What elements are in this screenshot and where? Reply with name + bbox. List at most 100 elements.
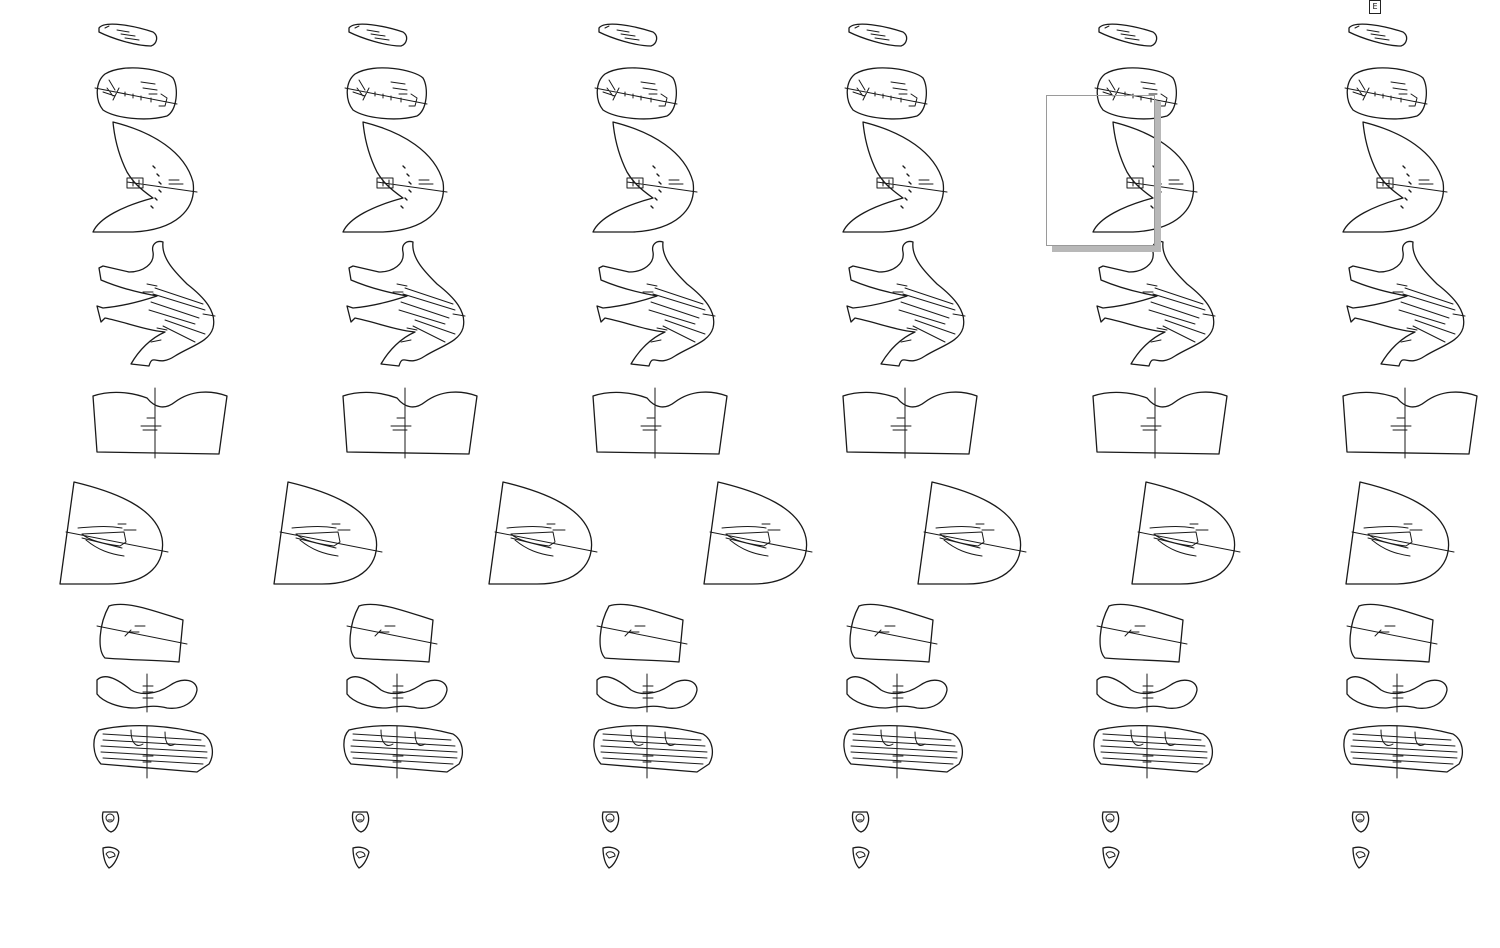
narrow-strap-piece[interactable] — [98, 23, 158, 47]
rounded-pocket-piece-marking — [844, 79, 928, 107]
rounded-pocket-piece[interactable] — [1344, 67, 1428, 120]
rounded-pocket-piece-marking — [94, 79, 178, 107]
rounded-pocket-piece[interactable] — [344, 67, 428, 120]
round-badge-piece[interactable] — [351, 811, 370, 833]
scalloped-yoke-piece-marking — [1140, 387, 1162, 459]
crescent-panel-piece[interactable] — [842, 121, 948, 233]
crescent-panel-piece[interactable] — [92, 121, 198, 233]
forked-lining-piece-marking — [148, 287, 206, 343]
tapered-facing-piece-marking — [846, 625, 938, 645]
shield-badge-piece-outline — [352, 846, 370, 869]
shield-badge-piece[interactable] — [1352, 846, 1370, 869]
rounded-pocket-piece-marking — [1374, 91, 1402, 103]
forked-lining-piece[interactable] — [1096, 240, 1216, 367]
shield-badge-piece[interactable] — [102, 846, 120, 869]
scalloped-yoke-piece[interactable] — [1342, 387, 1478, 459]
tapered-facing-piece-marking — [96, 625, 188, 645]
narrow-strap-piece[interactable] — [848, 23, 908, 47]
rounded-pocket-piece-outline — [846, 67, 928, 120]
tapered-facing-piece[interactable] — [596, 603, 688, 663]
scalloped-yoke-piece[interactable] — [342, 387, 478, 459]
rounded-pocket-piece[interactable] — [94, 67, 178, 120]
ribbed-grille-piece[interactable] — [1093, 724, 1214, 779]
tapered-facing-piece[interactable] — [846, 603, 938, 663]
ribbed-grille-piece[interactable] — [343, 724, 464, 779]
ribbed-grille-piece[interactable] — [593, 724, 714, 779]
scalloped-yoke-piece[interactable] — [842, 387, 978, 459]
rounded-pocket-piece-marking — [344, 79, 428, 107]
shield-badge-piece[interactable] — [352, 846, 370, 869]
forked-lining-piece[interactable] — [96, 240, 216, 367]
tapered-facing-piece[interactable] — [1346, 603, 1438, 663]
narrow-strap-piece[interactable] — [348, 23, 408, 47]
dome-panel-piece[interactable] — [1131, 481, 1241, 585]
rounded-pocket-piece-outline — [1346, 67, 1428, 120]
round-badge-piece-marking — [605, 813, 615, 823]
tapered-facing-piece-outline — [599, 603, 684, 663]
tapered-facing-piece[interactable] — [346, 603, 438, 663]
dome-panel-piece[interactable] — [1345, 481, 1455, 585]
forked-lining-piece[interactable] — [346, 240, 466, 367]
crescent-panel-piece-outline — [1342, 121, 1445, 233]
scalloped-yoke-piece-marking — [640, 387, 662, 459]
ribbed-grille-piece[interactable] — [93, 724, 214, 779]
ribbed-grille-piece[interactable] — [1343, 724, 1464, 779]
tapered-facing-piece[interactable] — [1096, 603, 1188, 663]
curved-band-piece[interactable] — [596, 673, 698, 713]
dome-panel-piece[interactable] — [917, 481, 1027, 585]
tapered-facing-piece-outline — [99, 603, 184, 663]
curved-band-piece[interactable] — [1096, 673, 1198, 713]
forked-lining-piece[interactable] — [846, 240, 966, 367]
scalloped-yoke-piece[interactable] — [1092, 387, 1228, 459]
shield-badge-piece[interactable] — [1102, 846, 1120, 869]
round-badge-piece[interactable] — [601, 811, 620, 833]
crescent-panel-piece[interactable] — [592, 121, 698, 233]
crescent-panel-piece[interactable] — [1342, 121, 1448, 233]
dome-panel-piece[interactable] — [703, 481, 813, 585]
ribbed-grille-piece[interactable] — [843, 724, 964, 779]
dome-panel-piece[interactable] — [59, 481, 169, 585]
round-badge-piece[interactable] — [851, 811, 870, 833]
rounded-pocket-piece-marking — [374, 91, 402, 103]
round-badge-piece[interactable] — [1351, 811, 1370, 833]
tapered-facing-piece[interactable] — [96, 603, 188, 663]
rounded-pocket-piece-marking — [624, 91, 652, 103]
rounded-pocket-piece[interactable] — [1094, 67, 1178, 120]
dome-panel-piece-marking — [923, 523, 1027, 557]
rounded-pocket-piece[interactable] — [844, 67, 928, 120]
shield-badge-piece[interactable] — [852, 846, 870, 869]
crescent-panel-piece[interactable] — [342, 121, 448, 233]
scalloped-yoke-piece[interactable] — [92, 387, 228, 459]
round-badge-piece-outline — [101, 811, 120, 833]
tapered-facing-piece-marking — [346, 625, 438, 645]
scalloped-yoke-piece-outline — [592, 391, 728, 455]
dome-panel-piece-outline — [917, 481, 1022, 585]
dome-panel-piece[interactable] — [488, 481, 598, 585]
curved-band-piece[interactable] — [96, 673, 198, 713]
page-marker-icon[interactable]: E — [1369, 0, 1381, 14]
curved-band-piece-outline — [1096, 676, 1198, 709]
round-badge-piece[interactable] — [101, 811, 120, 833]
narrow-strap-piece[interactable] — [1098, 23, 1158, 47]
selection-rectangle[interactable] — [1046, 95, 1155, 246]
forked-lining-piece[interactable] — [1346, 240, 1466, 367]
curved-band-piece[interactable] — [846, 673, 948, 713]
curved-band-piece[interactable] — [346, 673, 448, 713]
rounded-pocket-piece[interactable] — [594, 67, 678, 120]
round-badge-piece[interactable] — [1101, 811, 1120, 833]
dome-panel-piece[interactable] — [273, 481, 383, 585]
ribbed-grille-piece-marking — [1100, 733, 1208, 765]
curved-band-piece[interactable] — [1346, 673, 1448, 713]
shield-badge-piece-marking — [605, 851, 616, 859]
narrow-strap-piece-outline — [848, 23, 908, 47]
narrow-strap-piece-marking — [104, 25, 140, 41]
narrow-strap-piece[interactable] — [1348, 23, 1408, 47]
curved-band-piece-marking — [1392, 673, 1404, 713]
narrow-strap-piece[interactable] — [598, 23, 658, 47]
scalloped-yoke-piece[interactable] — [592, 387, 728, 459]
shield-badge-piece-marking — [355, 851, 366, 859]
rounded-pocket-piece-marking — [594, 79, 678, 107]
forked-lining-piece[interactable] — [596, 240, 716, 367]
shield-badge-piece[interactable] — [602, 846, 620, 869]
